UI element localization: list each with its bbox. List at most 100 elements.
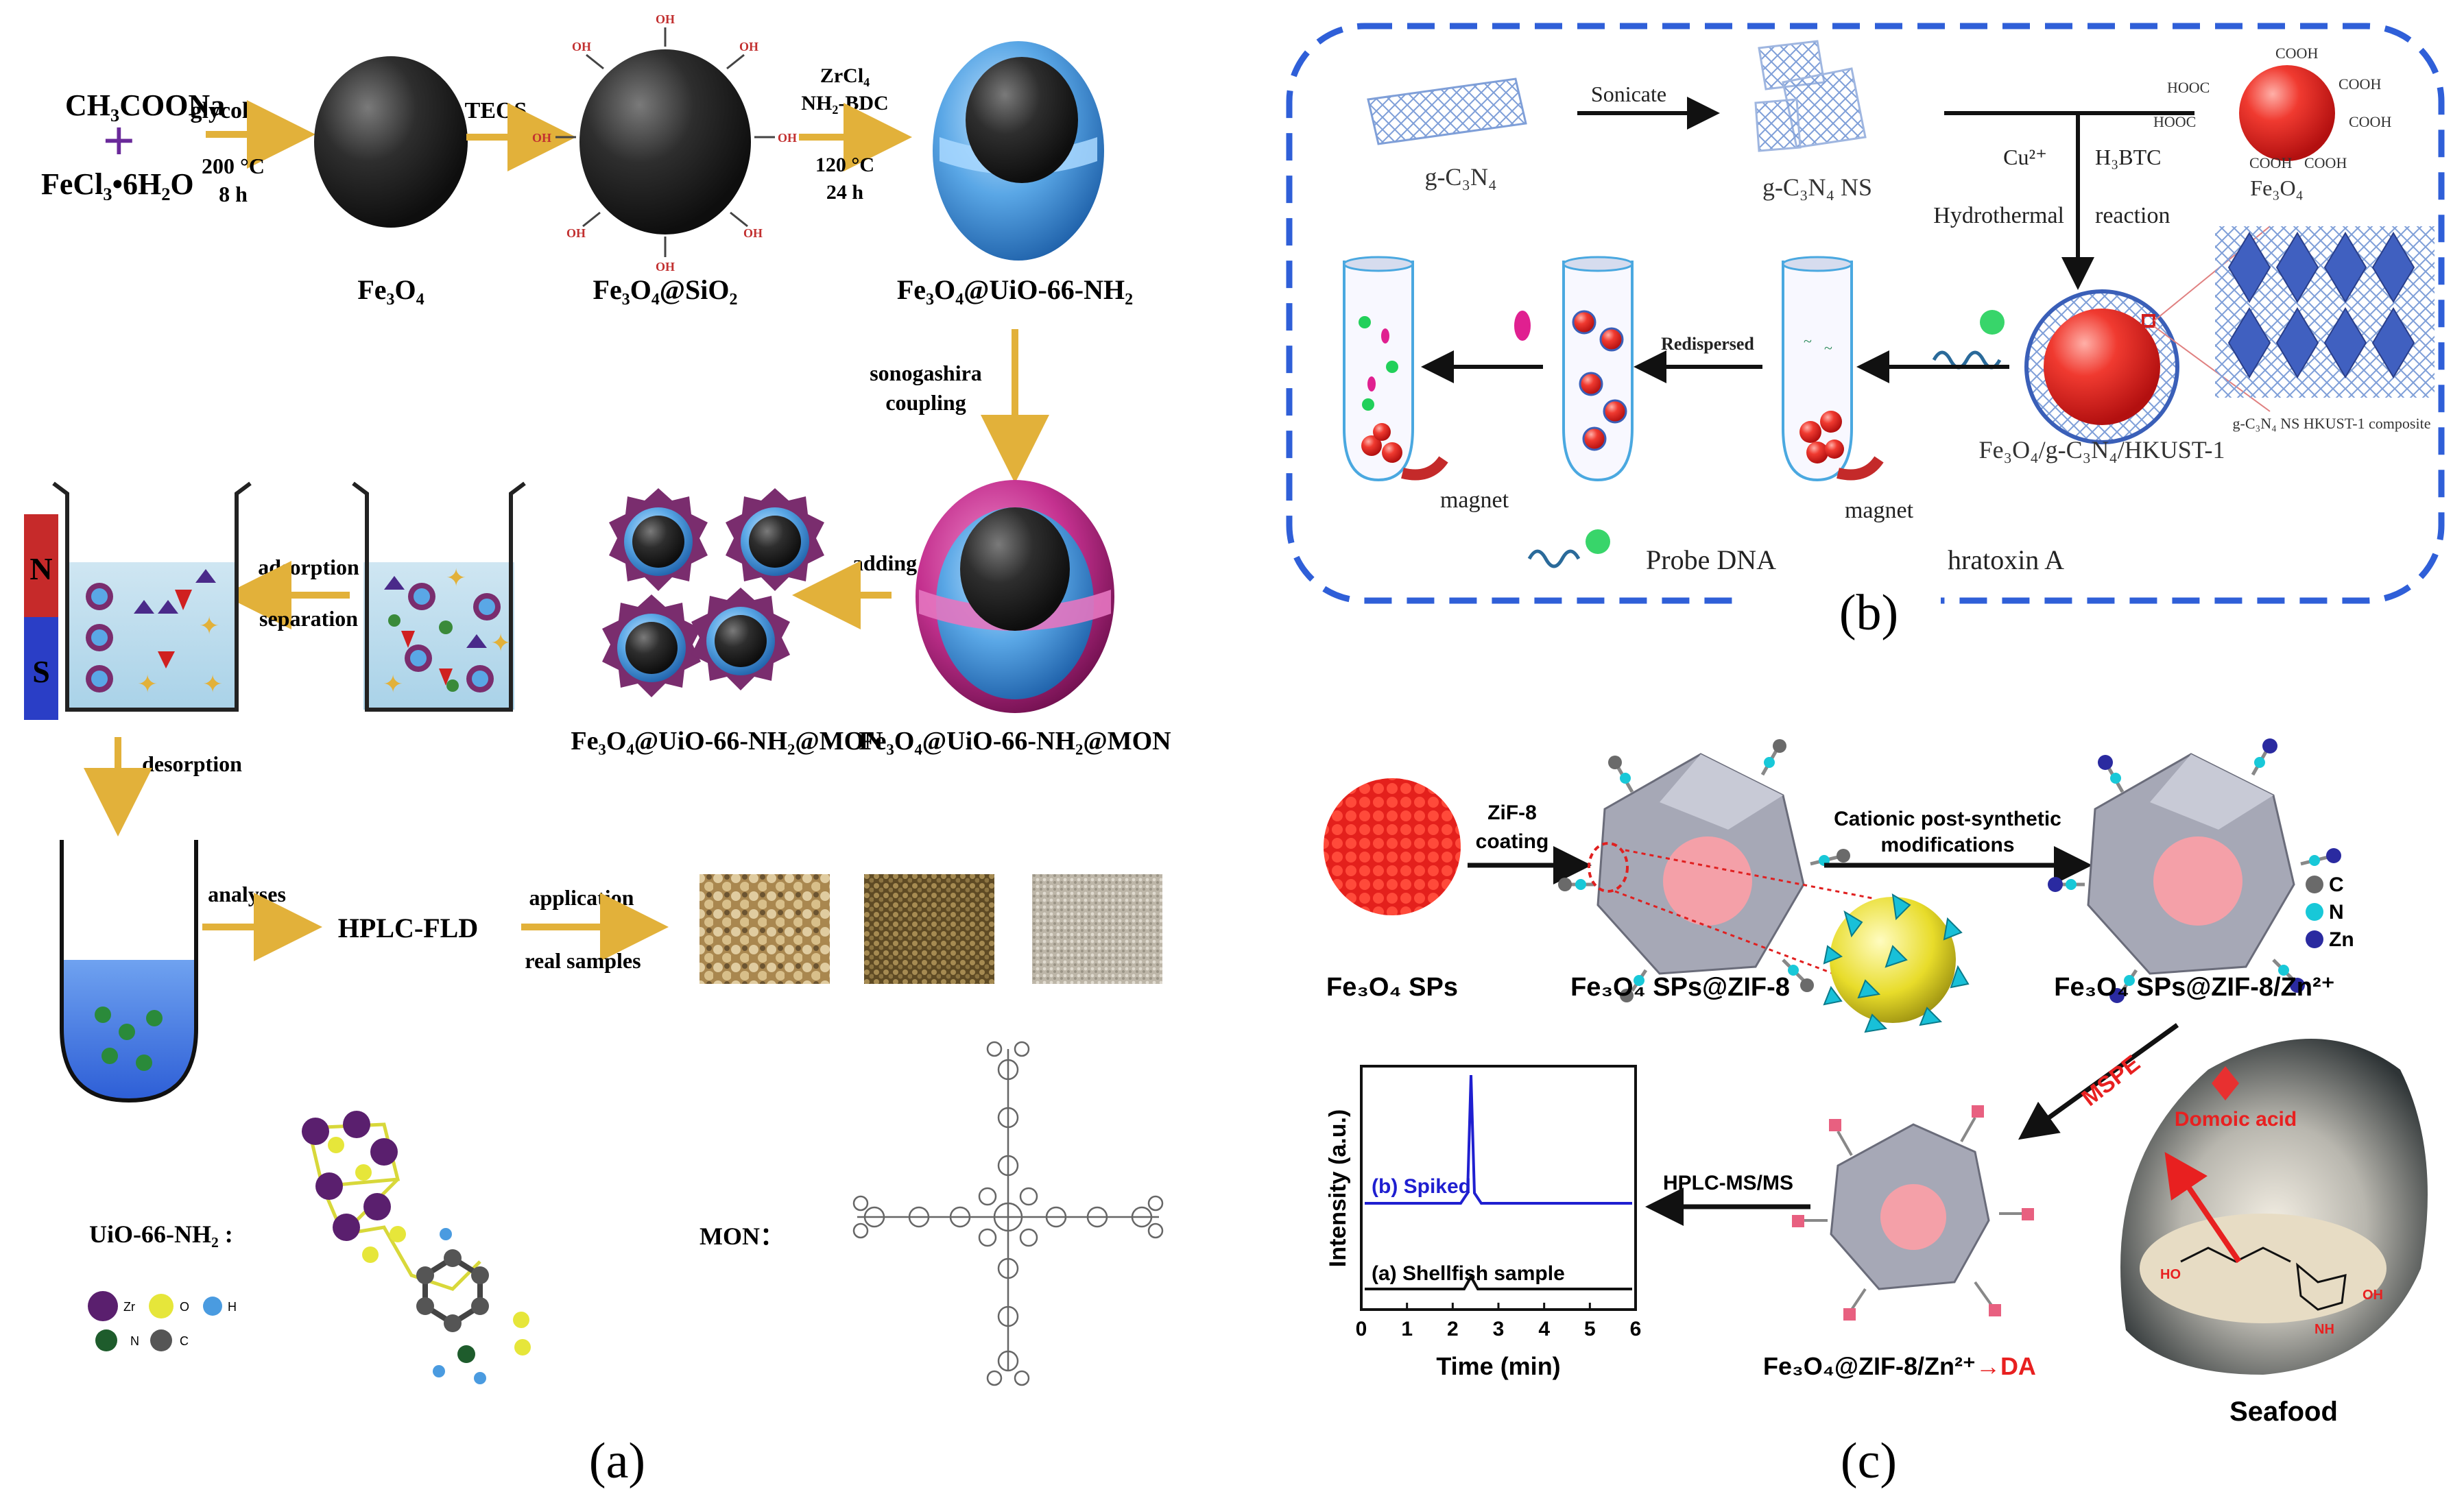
fe3o4-sphere bbox=[314, 56, 468, 228]
zif-coating-2: coating bbox=[1476, 830, 1549, 853]
svg-text:Zr: Zr bbox=[123, 1300, 135, 1314]
product-da-label: Fe₃O₄@ZIF-8/Zn²⁺→DA bbox=[1763, 1352, 2036, 1380]
svg-text:Zn: Zn bbox=[2329, 928, 2354, 951]
hplc-msms-label: HPLC-MS/MS bbox=[1663, 1172, 1793, 1194]
step1-temp: 200 °C bbox=[202, 154, 265, 178]
panel-b-gap bbox=[1735, 535, 1941, 610]
panel-a: CH₃COONa + FeCl₃•6H₂O glycol 200 °C 8 h … bbox=[24, 12, 1171, 1386]
ochratoxin-label: hratoxin A bbox=[1948, 544, 2064, 575]
step-adding: adding bbox=[852, 551, 917, 575]
svg-text:✦: ✦ bbox=[383, 671, 403, 698]
mon-label: MON： bbox=[699, 1222, 785, 1250]
svg-text:OH: OH bbox=[739, 40, 758, 53]
svg-text:HOOC: HOOC bbox=[2153, 113, 2196, 130]
step4-coupling: coupling bbox=[885, 390, 966, 415]
svg-text:C: C bbox=[180, 1334, 189, 1348]
sonicate-label: Sonicate bbox=[1591, 82, 1666, 106]
magnet-label-left: magnet bbox=[1440, 487, 1509, 513]
grain-sample-3 bbox=[1032, 874, 1162, 984]
atom-legend-c: C N Zn bbox=[2306, 873, 2354, 951]
step1-time: 8 h bbox=[219, 182, 248, 206]
domoic-acid-label: Domoic acid bbox=[2175, 1108, 2297, 1131]
product-label-b: Fe₃O₄/g-C₃N₄/HKUST-1 bbox=[1979, 436, 2225, 463]
beaker-left-with-magnet: N S ✦✦✦ bbox=[24, 481, 252, 720]
svg-text:OH: OH bbox=[656, 260, 675, 274]
step3-nh2bdc: NH₂-BDC bbox=[801, 92, 888, 115]
composite-label: g-C₃N₄ NS HKUST-1 composite bbox=[2233, 415, 2431, 432]
svg-text:OH: OH bbox=[566, 226, 586, 240]
domoic-arrow bbox=[2164, 1152, 2242, 1264]
svg-text:O: O bbox=[180, 1300, 189, 1314]
mon-particle bbox=[602, 594, 701, 697]
inset-ylabel: Intensity (a.u.) bbox=[1325, 1109, 1351, 1267]
seafood-shell: HO OH NH bbox=[2120, 1039, 2428, 1375]
label-fe3o4-uio-mon-left: Fe₃O₄@UiO-66-NH₂@MON bbox=[571, 727, 883, 756]
panel-c-letter: (c) bbox=[1841, 1433, 1897, 1489]
svg-text:OH: OH bbox=[743, 226, 763, 240]
zif-coating-1: ZiF-8 bbox=[1487, 802, 1537, 824]
elution-tube bbox=[60, 840, 198, 1103]
step-adsorption: adsorption bbox=[258, 555, 359, 579]
spiked-label: (b) Spiked bbox=[1372, 1175, 1471, 1198]
zif8-da-particle bbox=[1792, 1105, 2034, 1321]
svg-text:N: N bbox=[130, 1334, 139, 1348]
reaction-label: reaction bbox=[2095, 203, 2170, 228]
tube-1 bbox=[1343, 256, 1448, 482]
mspe-label: MSPE bbox=[2077, 1050, 2145, 1111]
svg-text:HO: HO bbox=[2160, 1267, 2181, 1282]
shellfish-label: (a) Shellfish sample bbox=[1372, 1262, 1565, 1285]
step-desorption: desorption bbox=[142, 751, 242, 776]
svg-text:✦: ✦ bbox=[490, 629, 511, 657]
seafood-label: Seafood bbox=[2229, 1397, 2338, 1427]
step-real-samples: real samples bbox=[525, 948, 641, 973]
magnet-n bbox=[24, 514, 58, 617]
svg-text:✦: ✦ bbox=[199, 612, 219, 640]
svg-text:✦: ✦ bbox=[137, 671, 158, 698]
label-fe3o4-uio-mon-right: Fe₃O₄@UiO-66-NH₂@MON bbox=[859, 727, 1171, 756]
uio-label: UiO-66-NH₂ : bbox=[89, 1220, 233, 1248]
svg-text:COOH: COOH bbox=[2304, 154, 2347, 171]
svg-text:NH: NH bbox=[2315, 1322, 2334, 1337]
mspe-arrow bbox=[2018, 1023, 2179, 1140]
panel-b-letter: (b) bbox=[1839, 585, 1898, 641]
reagent-ch3coona: CH₃COONa bbox=[65, 88, 225, 122]
step-separation-text: separation bbox=[259, 606, 358, 631]
uio-structure bbox=[302, 1111, 531, 1384]
panel-b: g-C₃N₄ Sonicate g-C₃N₄ NS COOH COOH HOOC… bbox=[1286, 23, 2445, 610]
hydrothermal-label: Hydrothermal bbox=[1933, 203, 2064, 228]
svg-text:~: ~ bbox=[1824, 339, 1832, 357]
svg-text:OH: OH bbox=[572, 40, 591, 53]
svg-text:OH: OH bbox=[656, 12, 675, 26]
fe3o4-sps-sphere bbox=[1324, 778, 1461, 915]
step3-time: 24 h bbox=[826, 181, 864, 204]
probe-dna-label: Probe DNA bbox=[1646, 544, 1776, 575]
svg-text:OH: OH bbox=[778, 131, 797, 145]
magnet-label-right: magnet bbox=[1845, 498, 1914, 523]
gcn-label: g-C₃N₄ bbox=[1424, 163, 1496, 191]
inset-xlabel: Time (min) bbox=[1436, 1352, 1560, 1380]
step-application: application bbox=[529, 885, 634, 910]
step3-temp: 120 °C bbox=[815, 154, 874, 176]
svg-text:OH: OH bbox=[2363, 1288, 2383, 1303]
inset-x-tick-label: 5 bbox=[1584, 1318, 1596, 1340]
mon-structure bbox=[852, 1041, 1164, 1386]
svg-text:HOOC: HOOC bbox=[2167, 79, 2210, 96]
magnet-s-label: S bbox=[32, 654, 50, 689]
fe3o4-uio-particle bbox=[933, 41, 1104, 261]
fe3o4-sps-zif8-zn-label: Fe₃O₄ SPs@ZIF-8/Zn²⁺ bbox=[2054, 973, 2334, 1002]
step1-glycol: glycol bbox=[191, 98, 249, 123]
mon-particle bbox=[609, 488, 708, 591]
trace-shellfish bbox=[1365, 1273, 1632, 1290]
step2-teos: TEOS bbox=[465, 98, 527, 123]
mon-particle bbox=[726, 488, 824, 591]
tube-3: ~~ bbox=[1782, 256, 1884, 482]
label-fe3o4-uio: Fe₃O₄@UiO-66-NH₂ bbox=[897, 274, 1133, 305]
analyte-marker bbox=[1514, 311, 1531, 341]
mon-particles-cluster bbox=[602, 488, 824, 697]
probe-dna-dot bbox=[1980, 310, 2005, 335]
svg-text:✦: ✦ bbox=[446, 564, 466, 592]
reagent-fecl3: FeCl₃•6H₂O bbox=[41, 167, 194, 201]
zif8-particle bbox=[1558, 739, 1873, 1002]
